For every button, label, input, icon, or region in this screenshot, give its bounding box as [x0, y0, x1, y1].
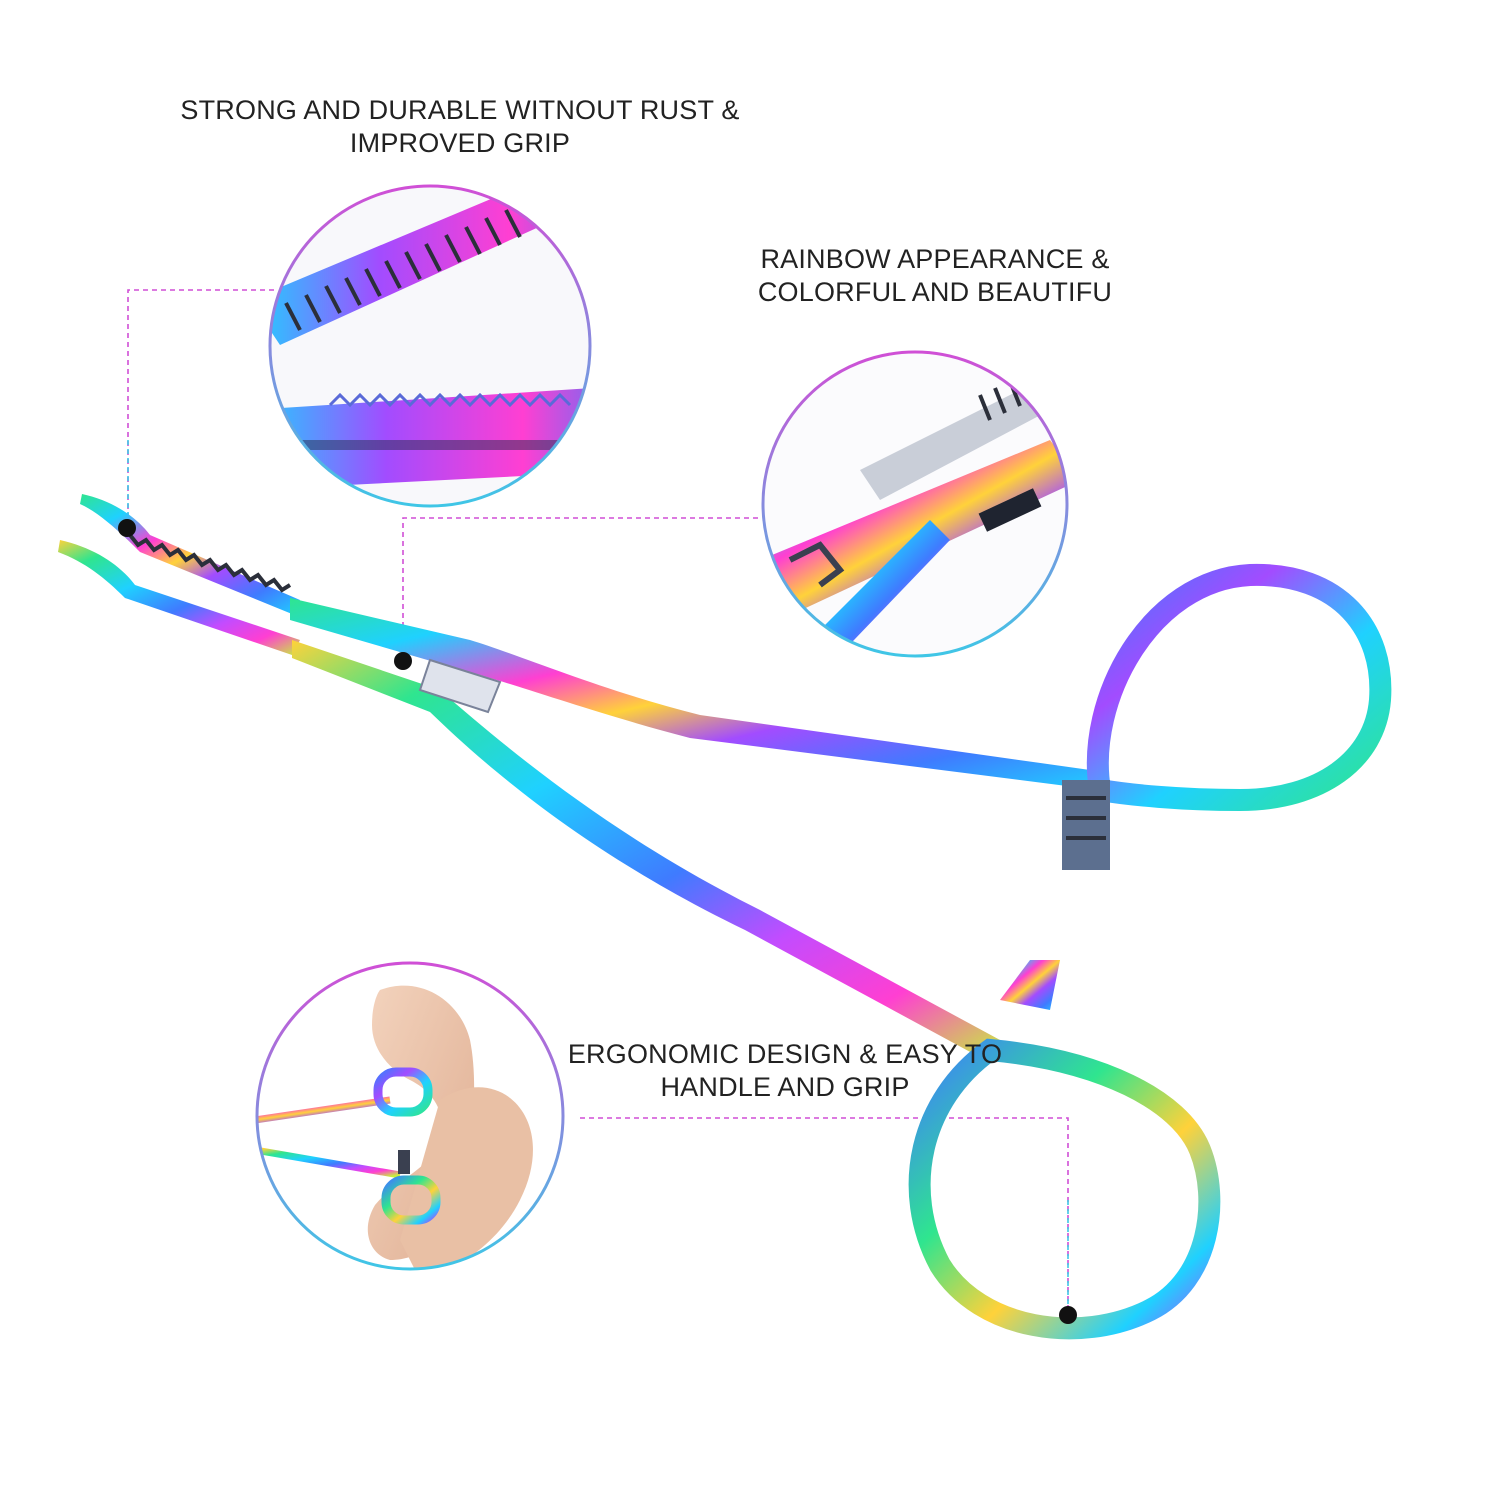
caption-strength-line1: STRONG AND DURABLE WITNOUT RUST &	[180, 95, 740, 125]
callout-markers	[118, 519, 1077, 1324]
caption-ergonomics-line2: HANDLE AND GRIP	[660, 1072, 910, 1102]
caption-appearance-line2: COLORFUL AND BEAUTIFU	[757, 277, 1113, 307]
caption-strength-line2: IMPROVED GRIP	[349, 128, 571, 158]
callout-marker-icon	[118, 519, 136, 537]
callout-leaders	[127, 289, 1069, 1315]
zoom-circle-jaws	[268, 184, 592, 508]
caption-ergonomics: ERGONOMIC DESIGN & EASY TO HANDLE AND GR…	[560, 1038, 1010, 1104]
caption-appearance: RAINBOW APPEARANCE & COLORFUL AND BEAUTI…	[735, 243, 1135, 309]
hemostat-forceps-icon	[58, 494, 1392, 1340]
zoom-circle-hand-grip	[255, 961, 565, 1271]
caption-appearance-line1: RAINBOW APPEARANCE &	[760, 244, 1110, 274]
callout-marker-icon	[394, 652, 412, 670]
zoom-circle-box-lock	[761, 350, 1069, 658]
caption-strength: STRONG AND DURABLE WITNOUT RUST & IMPROV…	[160, 94, 760, 160]
callout-marker-icon	[1059, 1306, 1077, 1324]
hand-grip-icon	[367, 985, 533, 1269]
caption-ergonomics-line1: ERGONOMIC DESIGN & EASY TO	[567, 1039, 1003, 1069]
